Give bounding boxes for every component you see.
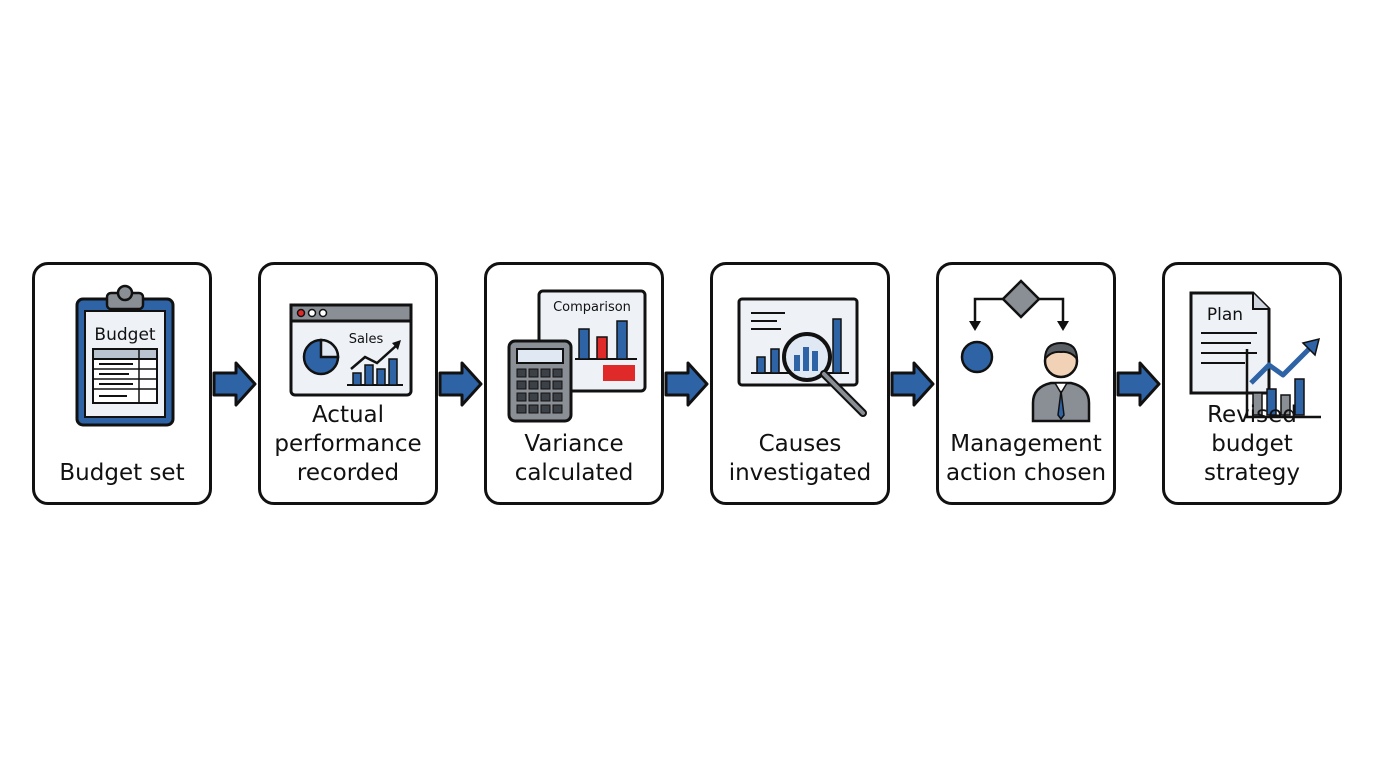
arrow-right-icon [438, 361, 483, 407]
step-causes-investigated: Causes investigated [710, 262, 890, 505]
step-label: Management action chosen [945, 431, 1107, 486]
svg-text:Budget: Budget [94, 325, 155, 345]
decision-manager-icon [960, 279, 1091, 423]
step-label: Actual performance recorded [274, 402, 422, 486]
svg-text:Sales: Sales [349, 332, 384, 347]
step-revised-budget-strategy: Plan Revised budget strategy [1162, 262, 1342, 505]
clipboard-budget-icon: Budget [75, 284, 175, 427]
arrow-right-icon [890, 361, 935, 407]
sales-dashboard-icon: Sales [289, 303, 413, 397]
step-label: Revised budget strategy [1204, 402, 1300, 486]
svg-text:Comparison: Comparison [553, 300, 631, 315]
svg-text:Plan: Plan [1207, 305, 1243, 325]
magnifier-chart-icon [737, 297, 867, 417]
step-actual-performance-recorded: Sales Actual performance recorded [258, 262, 438, 505]
step-variance-calculated: Comparison Variance calculated [484, 262, 664, 505]
arrow-right-icon [212, 361, 257, 407]
plan-growth-icon: Plan [1189, 291, 1321, 419]
arrow-right-icon [664, 361, 709, 407]
step-budget-set: Budget Budget set [32, 262, 212, 505]
step-label: Variance calculated [514, 431, 634, 486]
step-label: Budget set [59, 460, 185, 486]
arrow-right-icon [1116, 361, 1161, 407]
step-label: Causes investigated [728, 431, 872, 486]
calculator-comparison-icon: Comparison [507, 289, 647, 423]
step-management-action-chosen: Management action chosen [936, 262, 1116, 505]
